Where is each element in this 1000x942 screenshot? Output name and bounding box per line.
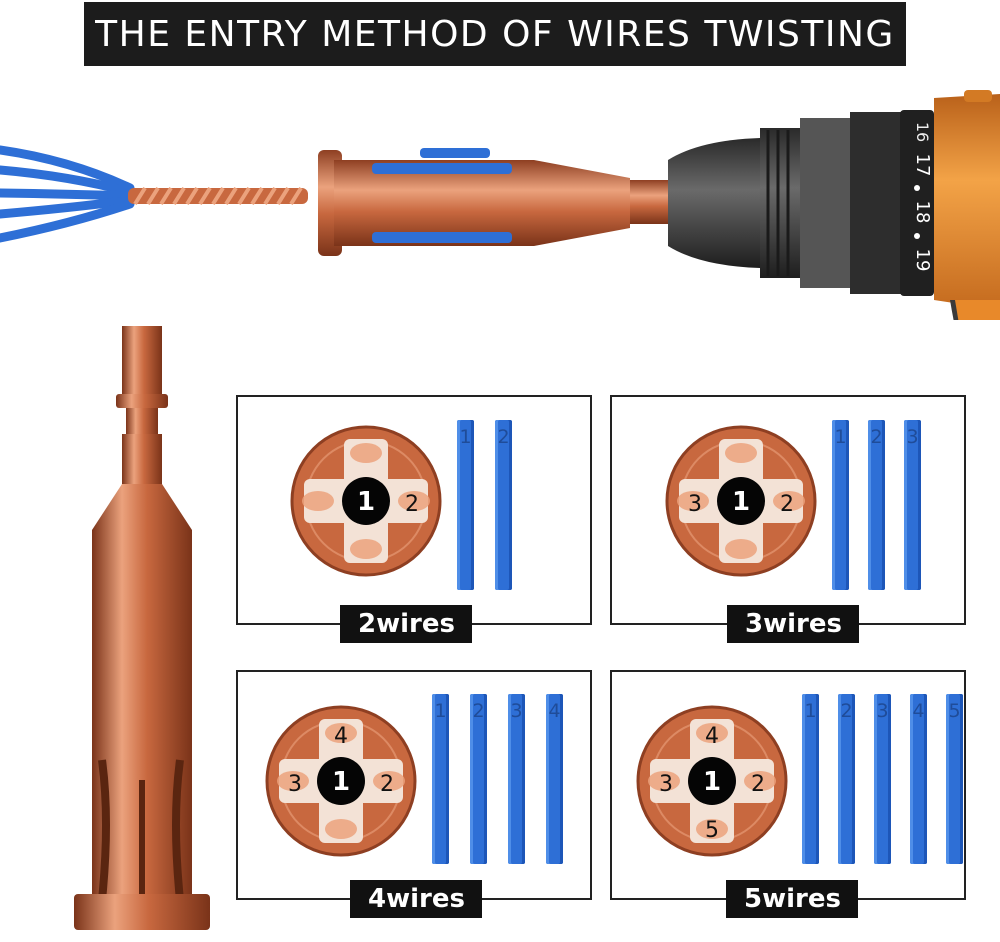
slot-label-right: 2 [780, 492, 794, 517]
panel-label-2wires: 2wires [340, 605, 472, 643]
dial-18: 18 [912, 201, 933, 224]
wire-bundle [0, 145, 137, 243]
wire-strip: 4 [910, 694, 927, 864]
drill-body [934, 90, 1000, 320]
wire-strip: 2 [495, 420, 512, 590]
disc-5wires: 1 4 3 2 5 [636, 705, 788, 857]
wire-strip: 1 [802, 694, 819, 864]
page-title: THE ENTRY METHOD OF WIRES TWISTING [84, 2, 906, 66]
slot-label-left: 3 [288, 772, 302, 797]
slot-label-bottom: 5 [705, 818, 719, 843]
wire-number: 3 [510, 700, 523, 722]
wire-strip: 1 [457, 420, 474, 590]
disc-3wires: 1 3 2 [665, 425, 817, 577]
slot-label-top: 4 [705, 724, 719, 749]
wire-number: 4 [548, 700, 561, 722]
center-hole-label: 1 [732, 487, 750, 517]
wire-number: 1 [434, 700, 447, 722]
twisted-copper-wire [128, 186, 308, 206]
center-hole-label: 1 [703, 767, 721, 797]
wire-strip: 2 [868, 420, 885, 590]
twisting-tool-vertical [74, 326, 210, 930]
slot-label-top: 4 [334, 724, 348, 749]
wire-number: 5 [948, 700, 961, 722]
drill-scene: 16 17 18 19 [0, 90, 1000, 320]
wire-strip: 3 [904, 420, 921, 590]
slot-label-left: 3 [659, 772, 673, 797]
wire-strip: 3 [874, 694, 891, 864]
wire-number: 1 [804, 700, 817, 722]
wire-number: 4 [912, 700, 925, 722]
center-hole-label: 1 [357, 487, 375, 517]
panel-label-3wires: 3wires [727, 605, 859, 643]
wire-number: 3 [876, 700, 889, 722]
slot-label-right: 2 [751, 772, 765, 797]
wire-number: 2 [472, 700, 485, 722]
slot-label-left: 3 [688, 492, 702, 517]
drill-chuck [668, 112, 910, 294]
torque-dial: 16 17 18 19 [900, 110, 934, 296]
wire-strip: 2 [470, 694, 487, 864]
wire-number: 1 [834, 426, 847, 448]
slot-label-right: 2 [405, 492, 419, 517]
wire-number: 2 [870, 426, 883, 448]
wire-strip: 1 [832, 420, 849, 590]
panel-label-4wires: 4wires [350, 880, 482, 918]
center-hole-label: 1 [332, 767, 350, 797]
dial-19: 19 [912, 249, 933, 272]
disc-4wires: 1 4 3 2 [265, 705, 417, 857]
wire-strip: 2 [838, 694, 855, 864]
wire-number: 1 [459, 426, 472, 448]
panel-label-5wires: 5wires [726, 880, 858, 918]
twisting-tool-horizontal [318, 148, 670, 256]
wire-strip: 1 [432, 694, 449, 864]
wire-number: 2 [840, 700, 853, 722]
slot-label-right: 2 [380, 772, 394, 797]
wire-number: 2 [497, 426, 510, 448]
wire-number: 3 [906, 426, 919, 448]
wire-strip: 5 [946, 694, 963, 864]
wire-strip: 3 [508, 694, 525, 864]
dial-17: 17 [912, 154, 933, 177]
dial-16: 16 [913, 122, 932, 142]
wire-strip: 4 [546, 694, 563, 864]
